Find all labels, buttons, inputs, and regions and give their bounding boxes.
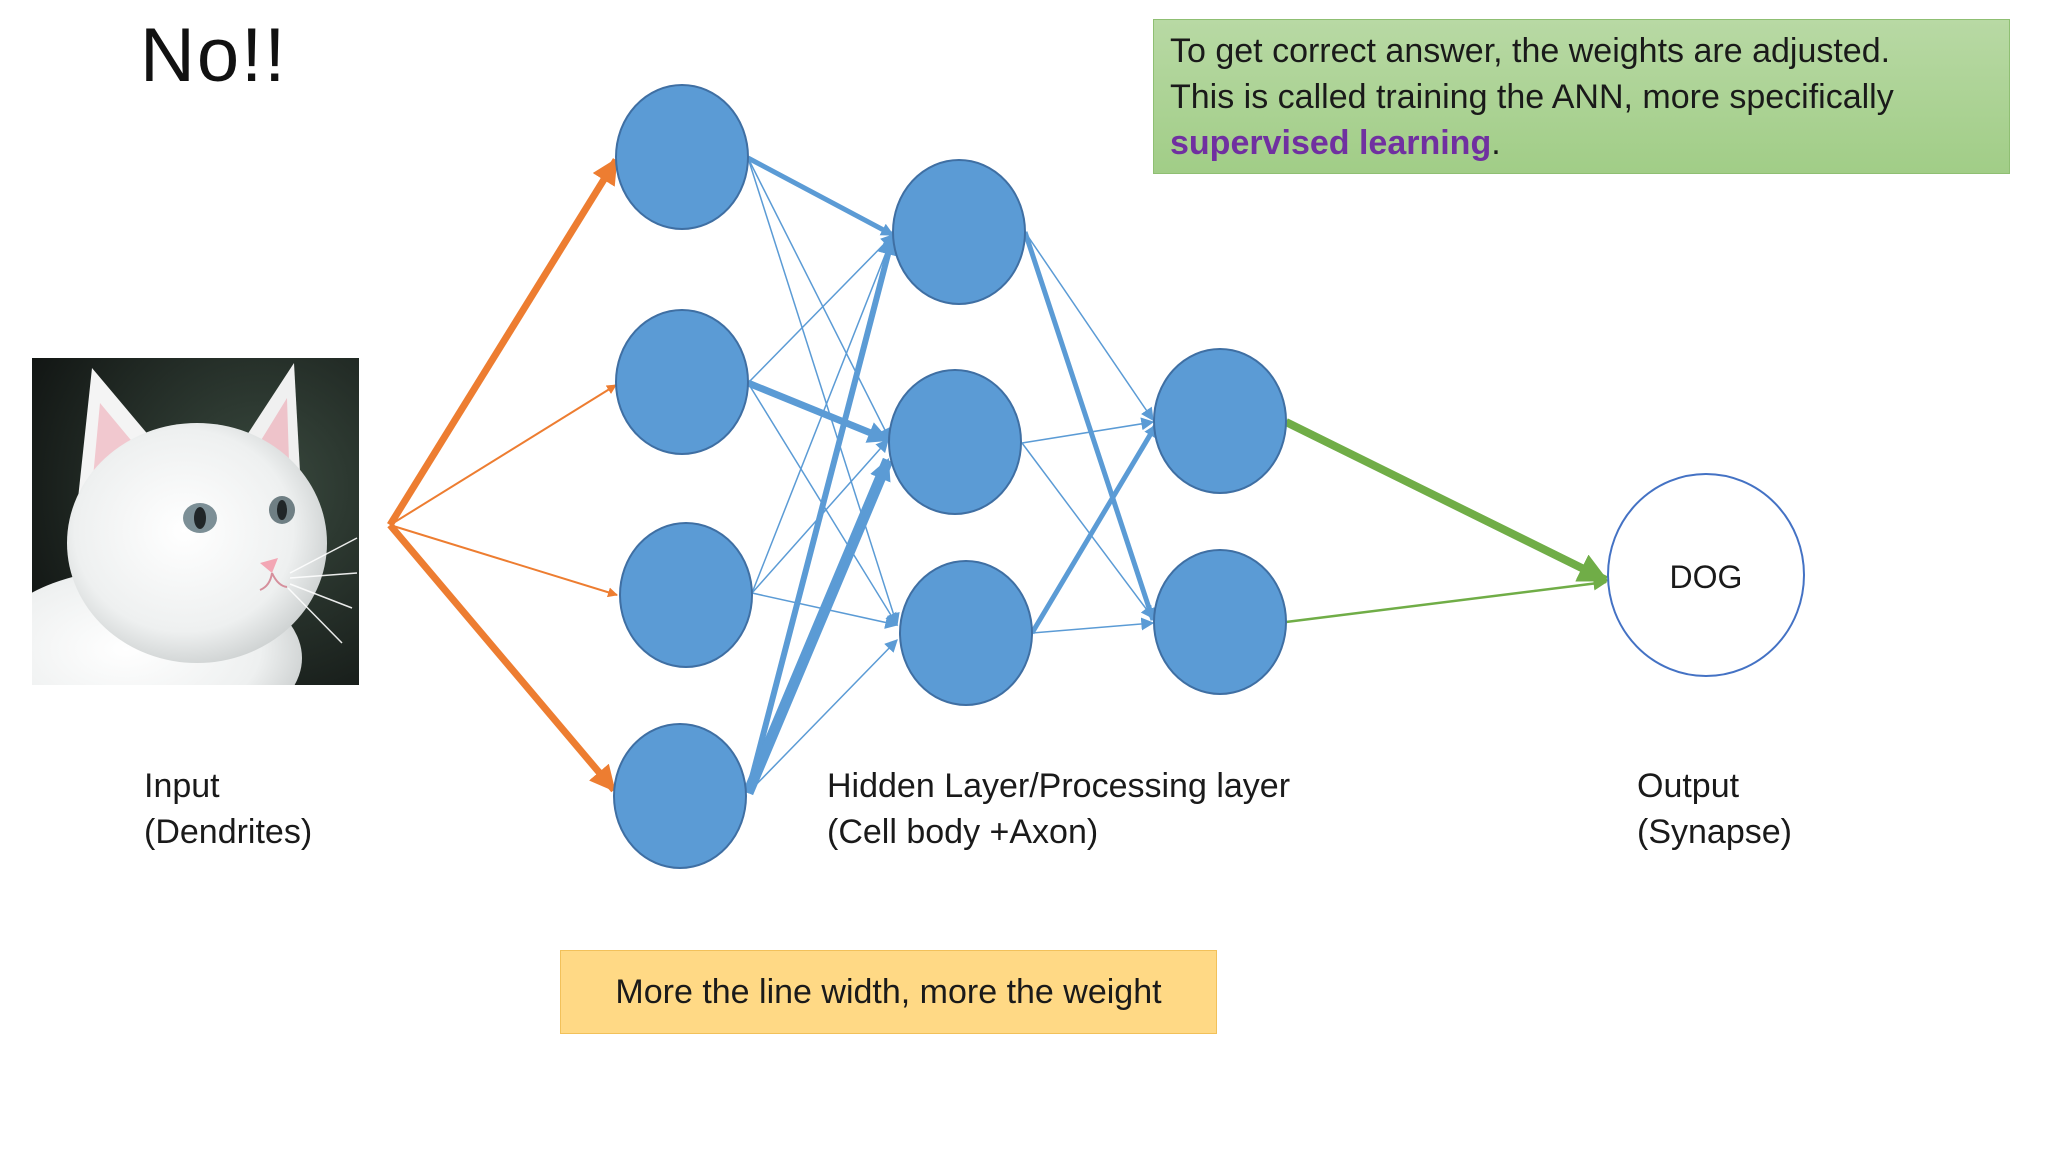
line-width-note: More the line width, more the weight — [560, 950, 1217, 1034]
hidden-label-line-2: (Cell body +Axon) — [827, 813, 1099, 851]
input-edge-4 — [387, 522, 617, 793]
output-edges — [1284, 418, 1609, 624]
slide-title: No!! — [140, 13, 288, 98]
hidden-layer-2-nodes — [1153, 348, 1287, 695]
info-line-1: To get correct answer, the weights are a… — [1170, 32, 1891, 70]
layer1-node-4 — [613, 723, 747, 869]
input-edge-2 — [389, 384, 617, 526]
input-label-line-1: Input — [144, 767, 220, 805]
layer1-node-3 — [619, 522, 753, 668]
layer3-node-1 — [1153, 348, 1287, 494]
output-node-label: DOG — [1670, 559, 1743, 595]
kitten-image — [32, 358, 359, 685]
input-edge-3 — [389, 524, 618, 598]
info-line-2: This is called training the ANN, more sp… — [1170, 78, 1894, 116]
output-label: Output (Synapse) — [1637, 763, 1792, 855]
hidden-layer-label: Hidden Layer/Processing layer (Cell body… — [827, 763, 1290, 855]
input-label: Input (Dendrites) — [144, 763, 312, 855]
input-label-line-2: (Dendrites) — [144, 813, 313, 851]
layer1-node-1 — [615, 84, 749, 230]
hidden-edges-2 — [1021, 231, 1159, 635]
info-line-3: supervised learning. — [1170, 120, 1993, 166]
info-suffix: . — [1491, 124, 1501, 162]
output-label-line-1: Output — [1637, 767, 1740, 805]
layer2-node-1 — [892, 159, 1026, 305]
output-edge-1 — [1284, 418, 1609, 584]
supervised-learning-highlight: supervised learning — [1170, 124, 1492, 162]
layer2-node-3 — [899, 560, 1033, 706]
hidden-layer-1-nodes — [888, 159, 1033, 706]
output-edge-2 — [1285, 576, 1608, 624]
output-node — [1607, 473, 1805, 677]
input-edge-1 — [387, 157, 619, 527]
layer3-node-2 — [1153, 549, 1287, 695]
hidden-label-line-1: Hidden Layer/Processing layer — [827, 767, 1291, 805]
output-label-line-2: (Synapse) — [1637, 813, 1792, 851]
layer1-node-2 — [615, 309, 749, 455]
training-info-box: To get correct answer, the weights are a… — [1153, 19, 2010, 174]
input-layer-nodes — [613, 84, 753, 869]
input-edges — [387, 157, 619, 793]
layer2-node-2 — [888, 369, 1022, 515]
hidden-edges-1 — [742, 155, 900, 796]
cat-photo — [32, 358, 359, 685]
